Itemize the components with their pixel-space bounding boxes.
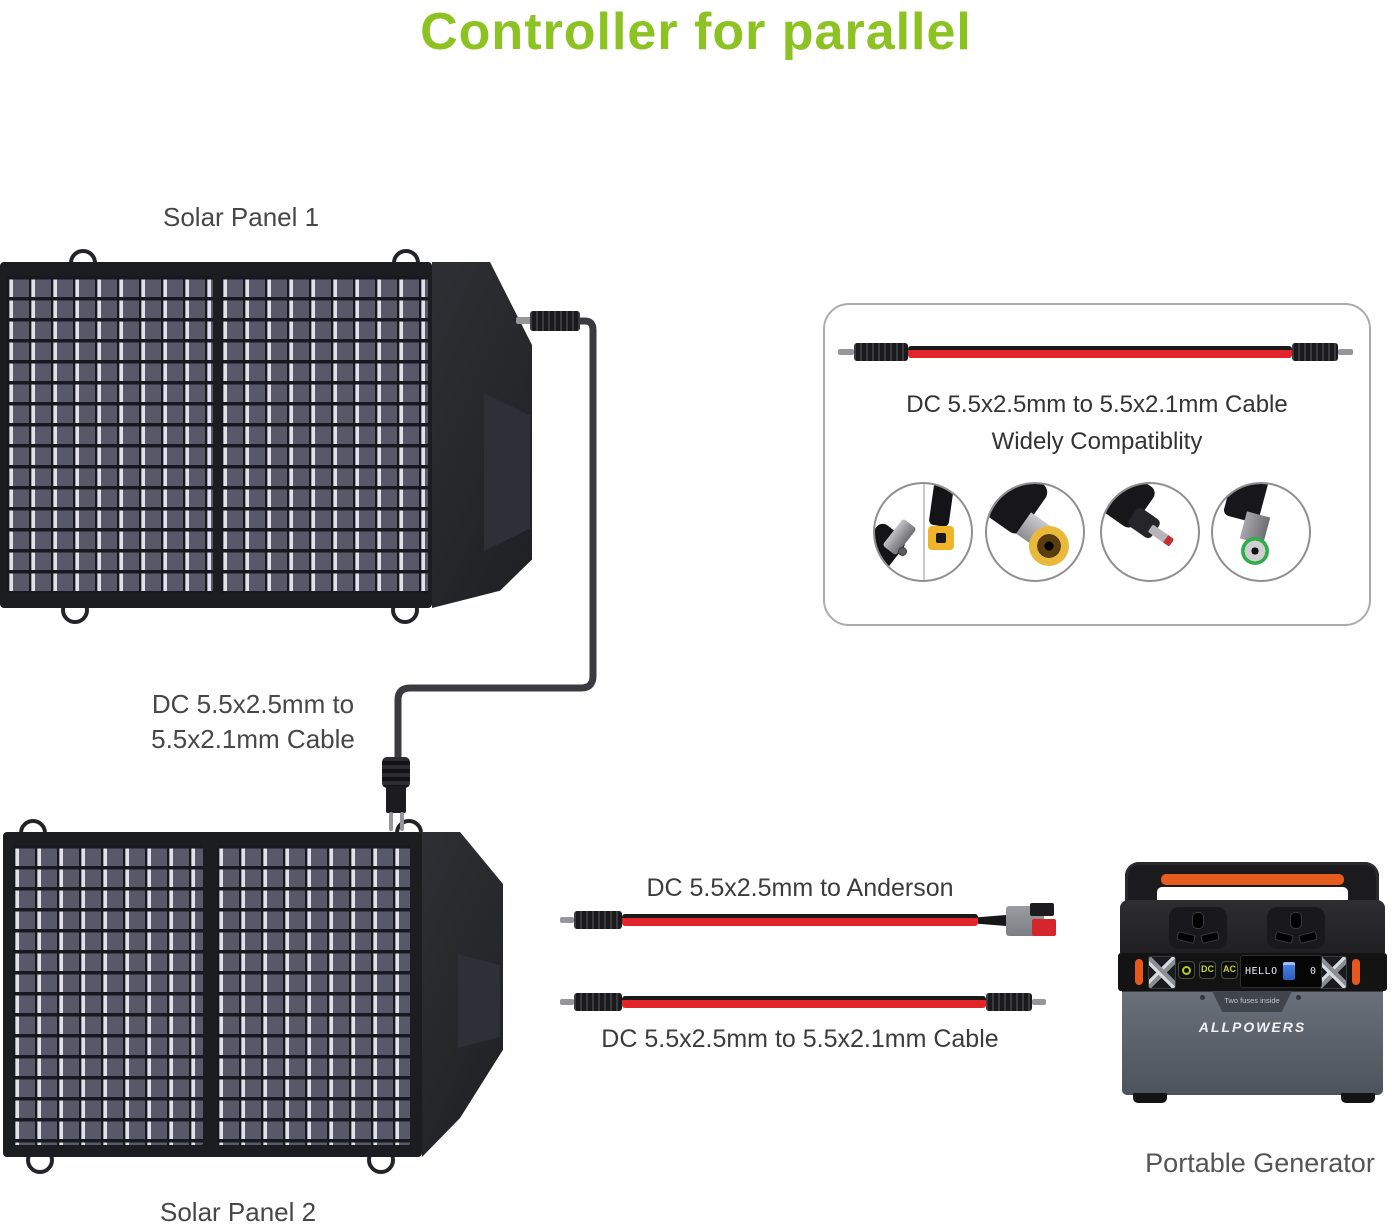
wireless-charge-icon: [1178, 961, 1195, 979]
fuse-note: Two fuses inside: [1212, 991, 1292, 1012]
red-cable: [908, 346, 1292, 358]
dc-plug-barrel-icon: [386, 786, 406, 813]
anderson-connector-latch: [1030, 903, 1054, 916]
compatibility-subtitle: Widely Compatiblity: [991, 428, 1203, 455]
dc-plug-pin-icon: [560, 917, 574, 923]
solar-cells: [7, 276, 213, 594]
solar-cells: [221, 276, 428, 594]
series-cable-label-line1: DC 5.5x2.5mm to: [151, 689, 355, 719]
lcd-text: HELLO: [1245, 966, 1278, 977]
dc-plug-pin-icon: [1032, 999, 1046, 1005]
ac-outlet-icon: [1169, 907, 1227, 949]
orange-accent-bar: [1352, 959, 1360, 985]
orange-accent-bar: [1135, 959, 1143, 985]
fan-grille-icon: [1148, 956, 1176, 989]
anderson-cable-label: DC 5.5x2.5mm to Anderson: [646, 874, 954, 902]
battery-icon: [1283, 962, 1295, 980]
dc-plug-pin-icon: [389, 812, 393, 831]
tip-dc-barrel-and-square-icon: [873, 482, 973, 582]
anderson-connector-tip: [1032, 919, 1056, 936]
dc-plug-barrel-icon: [574, 911, 622, 929]
page-title: Controller for parallel: [420, 3, 972, 61]
generator-outlet-panel: [1120, 900, 1385, 953]
dc-plug-barrel-icon: [854, 343, 908, 361]
flap-pocket: [458, 953, 500, 1049]
generator-foot: [1341, 1093, 1375, 1103]
red-cable: [622, 996, 986, 1008]
ac-button: AC: [1221, 961, 1238, 979]
tip-small-pin-red-icon: [1100, 482, 1200, 582]
handle-orange-bar: [1161, 874, 1344, 885]
dc-plug-barrel-icon: [530, 311, 580, 331]
dc-plug-barrel-icon: [1292, 343, 1338, 361]
dc-plug-pin-icon: [400, 812, 404, 831]
solar-cells: [217, 845, 410, 1145]
dc-plug-pin-icon: [1338, 349, 1353, 355]
dc-plug-barrel-icon: [986, 993, 1032, 1011]
dc-plug-pin-icon: [516, 317, 531, 324]
generator-foot: [1133, 1093, 1167, 1103]
series-cable-label: DC 5.5x2.5mm to 5.5x2.1mm Cable: [146, 687, 360, 757]
tip-yellow-ring-barrel-icon: [985, 482, 1085, 582]
dc-plug-barrel-icon: [574, 993, 622, 1011]
lcd-value: 0: [1309, 966, 1316, 977]
tip-green-ring-barrel-icon: [1211, 482, 1311, 582]
compatibility-title: DC 5.5x2.5mm to 5.5x2.1mm Cable: [906, 391, 1288, 418]
solar-cells: [13, 845, 203, 1145]
dc-plug-pin-icon: [560, 999, 574, 1005]
screw-icon: [1296, 995, 1301, 1000]
series-cable-label-line2: 5.5x2.1mm Cable: [151, 724, 355, 754]
handle-opening: [1157, 887, 1348, 901]
portable-generator-label: Portable Generator: [1145, 1148, 1375, 1178]
ac-outlet-icon: [1267, 907, 1325, 949]
solar-panel-1-label: Solar Panel 1: [163, 202, 320, 232]
brand-logo: ALLPOWERS: [1198, 1019, 1307, 1035]
fan-grille-icon: [1319, 956, 1347, 989]
lcd-display: HELLO 0: [1240, 955, 1322, 988]
compatibility-box: DC 5.5x2.5mm to 5.5x2.1mm Cable Widely C…: [823, 303, 1371, 626]
red-cable: [622, 914, 978, 926]
screw-icon: [1200, 995, 1205, 1000]
dc-plug-pin-icon: [838, 349, 854, 355]
dc-cable-label: DC 5.5x2.5mm to 5.5x2.1mm Cable: [601, 1025, 999, 1053]
cable-strain-relief-icon: [382, 757, 410, 788]
cable-strain-relief-icon: [978, 915, 1006, 926]
solar-panel-2-label: Solar Panel 2: [160, 1197, 317, 1227]
dc-button: DC: [1199, 961, 1216, 979]
